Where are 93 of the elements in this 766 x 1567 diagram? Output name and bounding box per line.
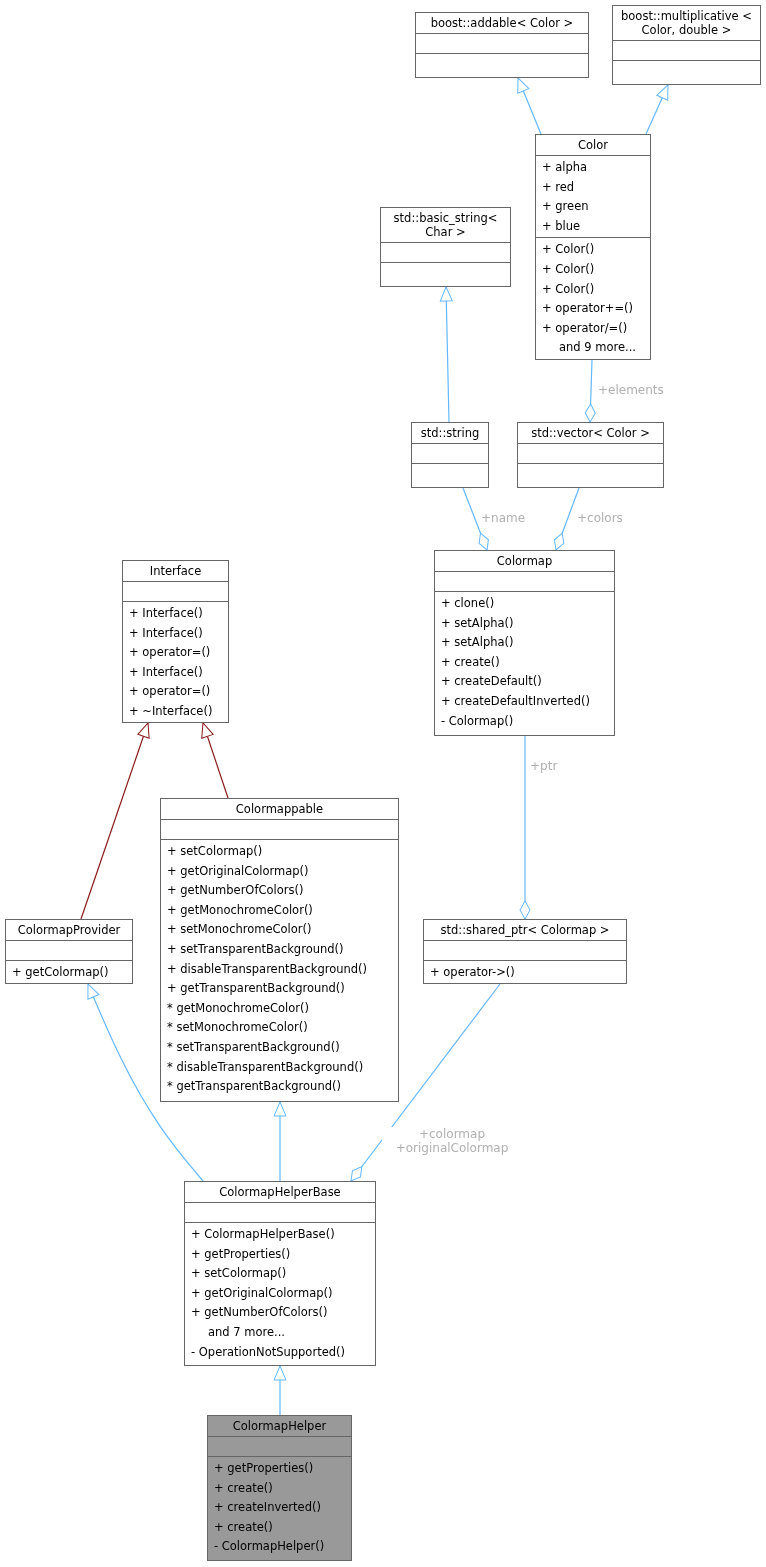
edge-label: +elements (598, 383, 664, 397)
method-entry: + createDefaultInverted() (440, 692, 591, 710)
method-entry: + getNumberOfColors() (166, 882, 305, 900)
attribute-entry: + blue (541, 217, 582, 235)
aggregation-connector (519, 735, 531, 920)
class-box (415, 12, 589, 78)
class-name: std::basic_string< Char > (392, 210, 499, 241)
method-entry: * getTransparentBackground() (166, 1078, 342, 1096)
method-entry: + Interface() (128, 624, 204, 642)
aggregation-connector (553, 487, 580, 551)
class-box (535, 134, 651, 360)
method-entry: * disableTransparentBackground() (166, 1058, 365, 1076)
class-name: Interface (148, 563, 203, 580)
method-entry: * setTransparentBackground() (166, 1038, 341, 1056)
method-entry: + createDefault() (440, 673, 543, 691)
method-entry: - OperationNotSupported() (190, 1343, 346, 1361)
inheritance-arrow (645, 84, 669, 135)
method-entry: + getMonochromeColor() (166, 901, 314, 919)
class-box (207, 1415, 352, 1561)
class-name: Colormap (495, 553, 554, 570)
class-name: Colormappable (234, 801, 325, 818)
class-box (380, 207, 511, 287)
aggregation-connector (350, 983, 501, 1182)
method-entry: + create() (213, 1518, 274, 1536)
class-box (122, 560, 229, 723)
edge-label: +ptr (530, 759, 558, 773)
method-entry: + getOriginalColormap() (190, 1284, 334, 1302)
edge-label: +colors (577, 511, 623, 525)
method-entry: + Color() (541, 260, 596, 278)
method-entry: + operator=() (128, 683, 212, 701)
class-box (184, 1181, 376, 1366)
class-name: std::shared_ptr< Colormap > (439, 922, 611, 939)
method-entry: - Colormap() (440, 712, 515, 730)
class-name: std::vector< Color > (530, 425, 651, 442)
method-entry: + operator->() (429, 964, 516, 981)
method-entry: + create() (440, 653, 501, 671)
class-name: Color (577, 137, 609, 154)
method-entry: + create() (213, 1479, 274, 1497)
aggregation-connector (584, 359, 596, 423)
method-entry: + Interface() (128, 605, 204, 622)
inheritance-arrow (273, 1101, 287, 1182)
class-name: ColormapHelperBase (218, 1184, 342, 1201)
class-box (423, 919, 627, 984)
method-entry: + operator=() (128, 644, 212, 662)
method-entry: - ColormapHelper() (213, 1538, 326, 1556)
attribute-entry: + alpha (541, 159, 589, 176)
method-entry: + getColormap() (11, 964, 110, 981)
method-entry: + setColormap() (190, 1265, 288, 1283)
method-entry: + getProperties() (213, 1460, 315, 1477)
class-box (434, 550, 615, 736)
method-entry: + disableTransparentBackground() (166, 960, 369, 978)
class-name: std::string (419, 425, 481, 442)
class-box (517, 422, 664, 488)
class-box (411, 422, 489, 488)
class-name: boost::multiplicative < Color, double > (620, 8, 753, 39)
method-entry: + ~Interface() (128, 702, 214, 720)
inheritance-arrow (201, 722, 229, 799)
method-entry: + setColormap() (166, 843, 264, 860)
method-entry: + operator+=() (541, 300, 634, 318)
method-entry: + getTransparentBackground() (166, 980, 346, 998)
class-box (612, 5, 761, 85)
method-entry: * setMonochromeColor() (166, 1019, 309, 1037)
method-entry: + Interface() (128, 663, 204, 681)
inheritance-arrow (273, 1365, 287, 1416)
method-entry: and 7 more... (207, 1323, 287, 1341)
method-entry: + clone() (440, 595, 496, 612)
inheritance-arrow (80, 722, 150, 920)
method-entry: + operator/=() (541, 319, 629, 337)
method-entry: + Color() (541, 280, 596, 298)
inheritance-arrow (439, 286, 453, 423)
class-name: boost::addable< Color > (429, 15, 575, 32)
class-name: ColormapHelper (231, 1418, 328, 1435)
method-entry: + setTransparentBackground() (166, 940, 345, 958)
method-entry: + getOriginalColormap() (166, 862, 310, 880)
method-entry: + setMonochromeColor() (166, 921, 313, 939)
inheritance-arrow (517, 77, 542, 135)
class-box (160, 798, 399, 1102)
method-entry: + createInverted() (213, 1499, 322, 1517)
method-entry: + setAlpha() (440, 614, 515, 632)
method-entry: + getNumberOfColors() (190, 1304, 329, 1322)
method-entry: * getMonochromeColor() (166, 999, 310, 1017)
method-entry: + getProperties() (190, 1245, 292, 1263)
method-entry: and 9 more... (558, 339, 638, 357)
method-entry: + setAlpha() (440, 634, 515, 652)
aggregation-connector (462, 487, 489, 551)
inheritance-arrow (87, 983, 204, 1182)
attribute-entry: + red (541, 178, 576, 196)
edge-label: +name (481, 511, 526, 525)
class-box (5, 919, 133, 984)
method-entry: + ColormapHelperBase() (190, 1226, 336, 1243)
method-entry: + Color() (541, 241, 596, 259)
class-name: ColormapProvider (16, 922, 122, 939)
attribute-entry: + green (541, 198, 590, 216)
